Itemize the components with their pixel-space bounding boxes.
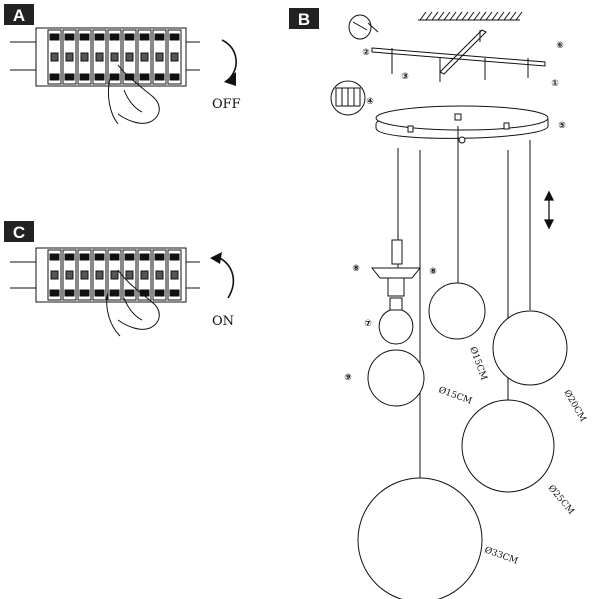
step-marker-9: ⑧ <box>429 267 437 277</box>
breaker-module <box>107 249 122 301</box>
globe-shade-4 <box>461 399 555 493</box>
step-marker-4: ④ <box>366 97 374 107</box>
panel-b-label: B <box>298 10 310 29</box>
globe-size-label-4: Ø25CM <box>546 483 577 517</box>
panel-a-label-box <box>4 4 34 25</box>
breaker-module <box>47 249 62 301</box>
off-arrow-icon <box>221 39 237 79</box>
breaker-module <box>122 249 137 301</box>
panel-a: A OFF <box>4 4 241 125</box>
hand-switching-off <box>107 64 160 125</box>
step-marker-8: ⑧ <box>352 264 360 274</box>
step-marker-1: ① <box>551 79 559 89</box>
ceiling-hatch <box>418 11 523 21</box>
breaker-module <box>77 249 92 301</box>
panel-a-label: A <box>13 6 25 25</box>
panel-b-label-box <box>289 8 319 29</box>
hand-switching-on <box>106 269 160 337</box>
step-marker-10: ⑨ <box>344 373 352 383</box>
panel-b: B <box>289 8 588 599</box>
panel-c-label: C <box>13 223 25 242</box>
on-arrow-head-icon <box>210 252 222 264</box>
breaker-module <box>77 29 92 85</box>
step-marker-5: ⑤ <box>558 121 566 131</box>
globe-size-label-5: Ø33CM <box>483 544 520 566</box>
light-bulb-icon <box>378 297 414 345</box>
breaker-module <box>152 29 167 85</box>
on-text: ON <box>212 314 234 329</box>
terminal-block-detail-icon <box>330 80 366 116</box>
off-text: OFF <box>212 97 241 112</box>
breaker-module <box>152 249 167 301</box>
step-marker-7: ⑦ <box>364 319 372 329</box>
globe-shade-2 <box>367 349 425 407</box>
globe-size-label-3: Ø20CM <box>561 388 588 424</box>
globe-shade-5 <box>357 477 483 599</box>
mounting-bracket <box>371 29 546 82</box>
breaker-module <box>47 29 62 85</box>
ceiling-canopy <box>375 105 549 144</box>
breaker-panel-c <box>10 247 200 303</box>
globe-shade-1 <box>428 282 486 340</box>
breaker-module <box>62 249 77 301</box>
globe-shade-3 <box>492 310 568 386</box>
breaker-module <box>107 29 122 85</box>
breaker-module <box>62 29 77 85</box>
screw-detail-icon <box>348 14 379 40</box>
breaker-module <box>137 29 152 85</box>
step-marker-2: ② <box>362 48 370 58</box>
breaker-module <box>92 29 107 85</box>
breaker-module <box>167 249 182 301</box>
off-arrow-head-icon <box>224 72 236 86</box>
height-adjust-icon <box>543 190 555 230</box>
lamp-socket <box>370 239 422 297</box>
globe-size-label-2: Ø15CM <box>437 384 474 406</box>
globe-size-label-1: Ø15CM <box>467 345 489 382</box>
step-marker-3: ③ <box>401 72 409 82</box>
panel-c: C ON <box>4 221 235 337</box>
breaker-module <box>167 29 182 85</box>
panel-c-label-box <box>4 221 34 242</box>
step-marker-6: ⑥ <box>556 41 564 51</box>
breaker-panel-a <box>10 27 200 87</box>
breaker-module <box>92 249 107 301</box>
